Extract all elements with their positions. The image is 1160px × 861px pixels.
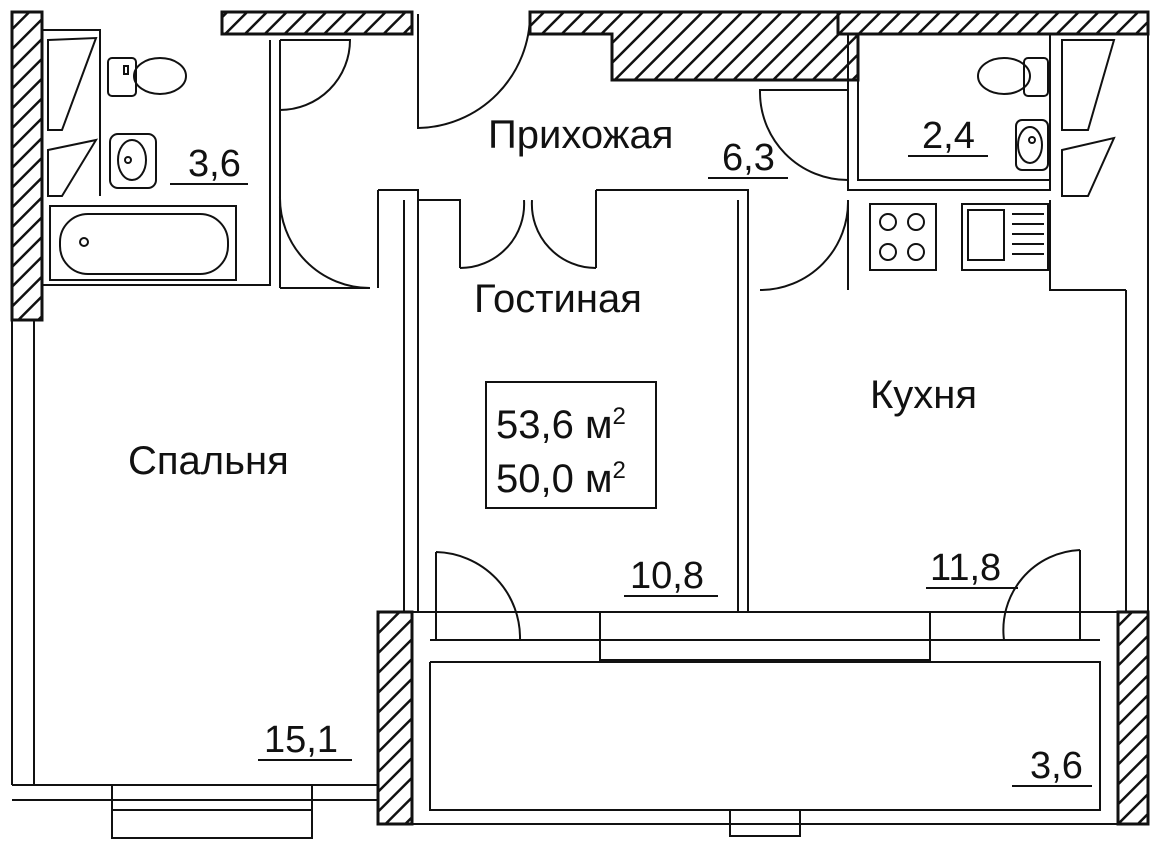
room-name-kitchen: Кухня [870,373,977,417]
toilet-left-icon [107,57,187,97]
living-walls [377,189,749,612]
bathtub-icon [49,205,237,281]
bath-left-walls [42,29,281,288]
pillar-balcony-left [376,610,414,826]
doors [278,13,1081,641]
wall-top-notch [528,10,860,82]
pillar-balcony-right [1116,610,1150,826]
area-hallway: 6,3 [722,137,775,179]
bath-left-shelves [47,36,99,197]
total-area: 53,6 м2 [496,403,626,447]
room-areas: 3,6 6,3 2,4 10,8 11,8 15,1 3,6 [170,115,1092,787]
bath-right-walls [847,34,1051,191]
balcony-frame [412,611,1118,837]
area-balcony: 3,6 [1030,745,1083,787]
area-bath-right: 2,4 [922,115,975,157]
partition-walls [11,29,1149,839]
door-bath-left [279,39,352,111]
kitchen-sink-icon [961,203,1049,271]
door-living-balcony [435,551,522,641]
bath-right-shelves [1061,39,1116,197]
area-living: 10,8 [630,555,704,597]
wall-right [1125,34,1149,612]
total-area-box [485,381,657,509]
sink-left-icon [109,133,157,189]
door-entrance [417,13,531,130]
door-kitchen-balcony [1002,549,1081,641]
area-bedroom: 15,1 [264,719,338,761]
door-living-double [459,199,597,270]
wall-left-upper [10,10,44,322]
room-name-living: Гостиная [474,277,642,321]
hatched-walls [10,10,1150,826]
area-kitchen: 11,8 [930,547,1001,589]
wall-top-middle [220,10,414,36]
bedroom-window [12,784,378,839]
door-kitchen [759,199,850,291]
wall-top-right [836,10,1150,36]
fixtures [49,57,1049,281]
wall-left-lower [11,320,35,785]
stove-icon [869,203,937,271]
sink-right-icon [1015,119,1049,171]
toilet-right-icon [977,57,1049,97]
area-bath-left: 3,6 [188,143,241,185]
door-bath-right [758,89,849,181]
room-name-bedroom: Спальня [128,439,289,483]
room-name-hallway: Прихожая [488,113,673,157]
door-hall-bedroom [278,195,371,289]
living-area: 50,0 м2 [496,457,626,501]
